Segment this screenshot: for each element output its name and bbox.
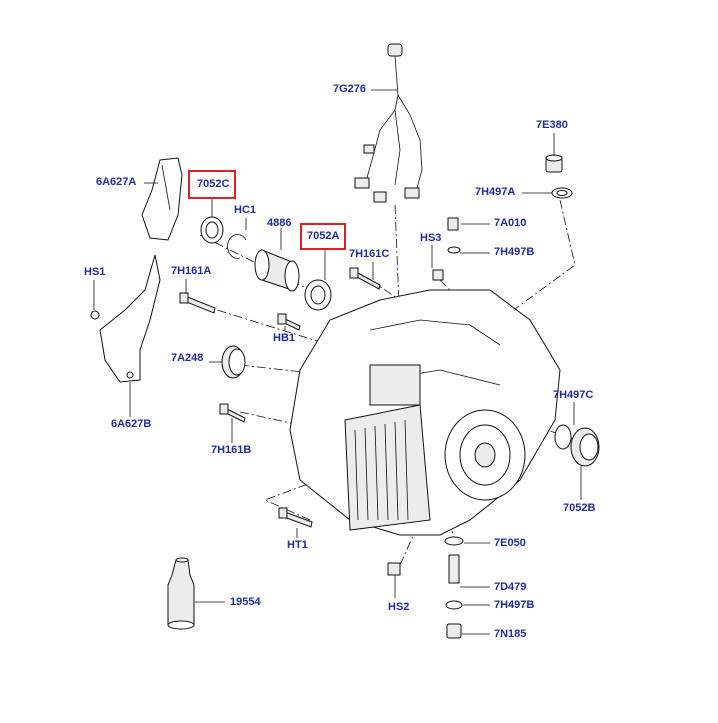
- bolts: [179, 217, 461, 576]
- label-7052A[interactable]: 7052A: [307, 230, 340, 242]
- heat-shield-lower: [90, 254, 161, 383]
- label-7G276[interactable]: 7G276: [333, 83, 367, 95]
- sleeve-4886: [254, 249, 300, 292]
- label-7H497A[interactable]: 7H497A: [475, 186, 516, 198]
- label-7A010[interactable]: 7A010: [494, 217, 527, 229]
- label-7052C[interactable]: 7052C: [197, 178, 230, 190]
- transaxle-housing: [289, 289, 561, 536]
- leader-lines: [93, 89, 582, 635]
- label-HT1[interactable]: HT1: [287, 539, 308, 551]
- label-7H161A[interactable]: 7H161A: [171, 265, 212, 277]
- label-6A627B[interactable]: 6A627B: [111, 418, 152, 430]
- label-7A248[interactable]: 7A248: [171, 352, 204, 364]
- label-7052B[interactable]: 7052B: [563, 502, 596, 514]
- highlight-box-7052C: [188, 170, 236, 199]
- label-6A627A[interactable]: 6A627A: [96, 176, 137, 188]
- label-7H497B-bottom[interactable]: 7H497B: [494, 599, 535, 611]
- label-7N185[interactable]: 7N185: [494, 628, 527, 640]
- plug-7E380: [545, 154, 573, 199]
- label-7H497B-top[interactable]: 7H497B: [494, 246, 535, 258]
- label-7H497C[interactable]: 7H497C: [553, 389, 594, 401]
- label-7E380[interactable]: 7E380: [536, 119, 568, 131]
- highlight-box-7052A: [300, 223, 346, 250]
- seal-7A248: [221, 345, 246, 379]
- label-19554[interactable]: 19554: [230, 596, 261, 608]
- label-HS1[interactable]: HS1: [84, 266, 106, 278]
- label-7H161C[interactable]: 7H161C: [349, 248, 390, 260]
- seal-7052A: [304, 279, 332, 311]
- drain-plug-stack: [444, 536, 464, 639]
- fluid-bottle: [167, 557, 195, 630]
- label-7H161B[interactable]: 7H161B: [211, 444, 252, 456]
- wiring-harness: [354, 43, 423, 203]
- label-HS2[interactable]: HS2: [388, 601, 410, 613]
- seal-right: [554, 424, 600, 467]
- label-7E050[interactable]: 7E050: [494, 537, 526, 549]
- label-HB1[interactable]: HB1: [273, 332, 296, 344]
- label-HC1[interactable]: HC1: [234, 204, 257, 216]
- heat-shield-upper: [141, 157, 183, 241]
- label-4886[interactable]: 4886: [267, 217, 292, 229]
- label-7D479[interactable]: 7D479: [494, 581, 527, 593]
- circlip-HC1: [227, 234, 247, 259]
- seal-7052C: [200, 216, 224, 244]
- label-HS3[interactable]: HS3: [420, 232, 442, 244]
